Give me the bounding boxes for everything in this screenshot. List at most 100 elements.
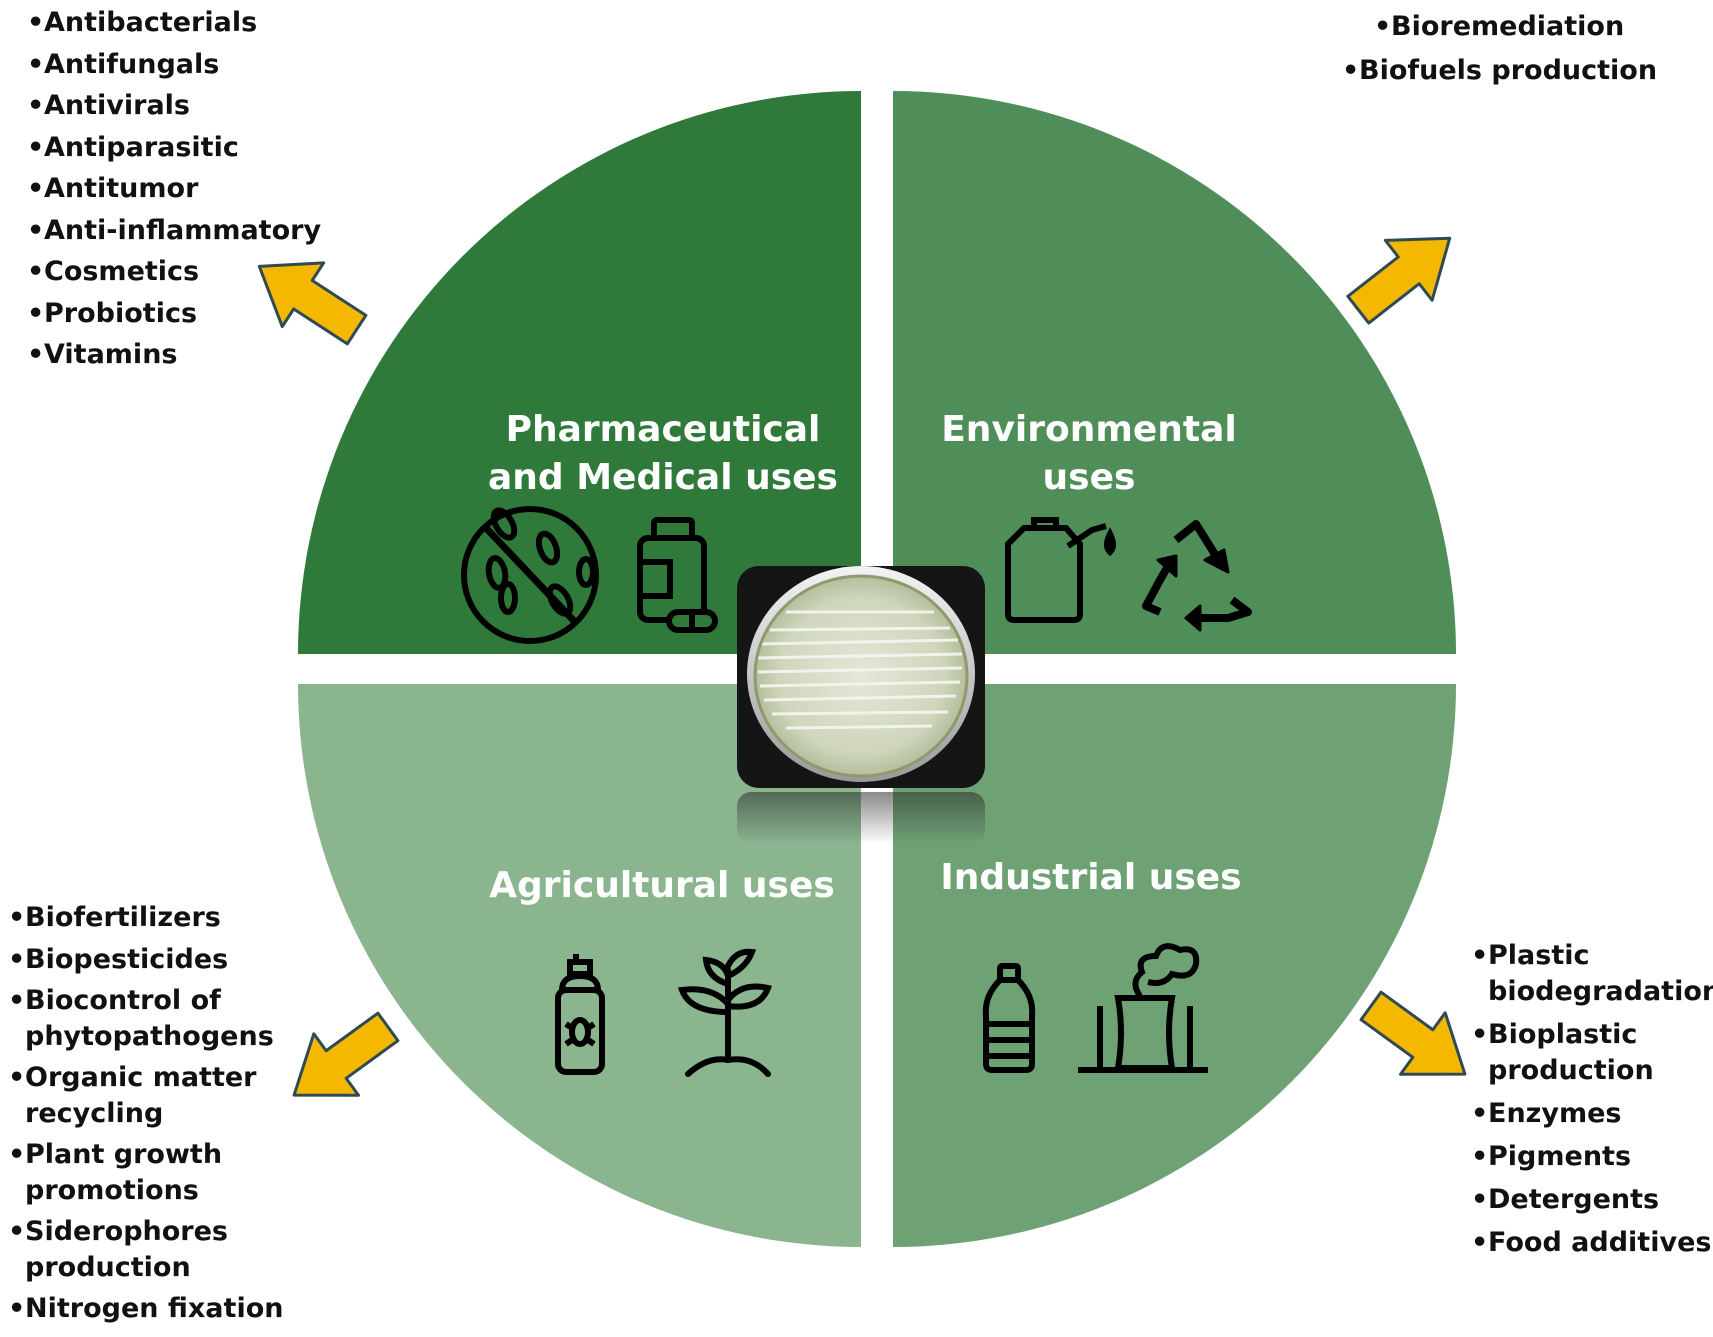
bullet: • <box>1471 1019 1489 1050</box>
list-item-text: Plastic biodegradation <box>1488 940 1713 1007</box>
list-item: •Vitamins <box>27 334 321 376</box>
arrow-agricultural <box>292 1011 400 1097</box>
bullet: • <box>27 131 45 163</box>
list-item: •Bioplastic production <box>1471 1017 1713 1089</box>
pharmaceutical-title-line1: Pharmaceutical <box>506 409 821 450</box>
bullet: • <box>8 902 26 933</box>
bullet: • <box>8 1062 26 1093</box>
environmental-title-line1: Environmental <box>941 409 1237 450</box>
bullet: • <box>27 90 45 121</box>
bullet: • <box>8 985 26 1016</box>
petri-dish-photo <box>737 566 985 844</box>
list-item-text: Antibacterials <box>44 7 258 38</box>
industrial-title: Industrial uses <box>940 857 1241 898</box>
list-item-text: Anti-inflammatory <box>44 214 322 246</box>
list-item-text: Antifungals <box>44 48 220 80</box>
list-item: •Biocontrol of phytopathogens <box>8 983 283 1054</box>
seedling-icon <box>677 948 772 1077</box>
bullet: • <box>8 1139 26 1170</box>
environmental-uses-list: •Bioremediation•Biofuels production <box>1342 5 1657 93</box>
factory-icon <box>1078 943 1208 1073</box>
bullet: • <box>1471 940 1489 971</box>
bullet: • <box>27 7 45 38</box>
list-item-text: Biocontrol of phytopathogens <box>25 985 274 1052</box>
list-item: •Bioremediation <box>1374 5 1657 49</box>
bullet: • <box>1342 55 1360 86</box>
list-item-text: Biofertilizers <box>25 902 221 933</box>
medicine-bottle-icon <box>637 517 718 633</box>
bullet: • <box>8 1216 26 1247</box>
bullet: • <box>1471 1184 1489 1215</box>
agricultural-title: Agricultural uses <box>489 865 835 906</box>
list-item-text: Nitrogen fixation <box>25 1293 284 1324</box>
bullet: • <box>8 943 26 975</box>
bullet: • <box>27 297 45 329</box>
list-item: •Antifungals <box>27 44 321 86</box>
no-bacteria-icon <box>461 506 599 644</box>
insecticide-spray-icon <box>555 954 605 1075</box>
list-item: •Biofuels production <box>1342 49 1657 93</box>
industrial-uses-list: •Plastic biodegradation•Bioplastic produ… <box>1471 938 1713 1268</box>
list-item-text: Bioplastic production <box>1488 1019 1654 1086</box>
list-item: •Antivirals <box>27 85 321 127</box>
list-item-text: Organic matter recycling <box>25 1062 257 1129</box>
list-item-text: Plant growth promotions <box>25 1139 223 1206</box>
list-item-text: Vitamins <box>44 339 178 370</box>
list-item-text: Biopesticides <box>25 943 229 975</box>
list-item-text: Food additives <box>1488 1227 1712 1258</box>
arrow-industrial <box>1359 990 1467 1076</box>
list-item: •Antiparasitic <box>27 127 321 169</box>
bullet: • <box>1374 11 1392 42</box>
list-item: •Probiotics <box>27 293 321 335</box>
list-item-text: Cosmetics <box>44 256 200 287</box>
environmental-title-line2: uses <box>1043 457 1136 498</box>
list-item-text: Detergents <box>1488 1184 1660 1215</box>
list-item: •Anti-inflammatory <box>27 210 321 252</box>
list-item-text: Antitumor <box>44 173 199 204</box>
bullet: • <box>27 173 45 204</box>
quadrant-environmental <box>893 91 1456 654</box>
list-item-text: Siderophores production <box>25 1216 229 1283</box>
list-item: •Biopesticides <box>8 942 283 978</box>
arrow-environmental <box>1346 236 1452 325</box>
quadrant-agricultural <box>298 684 861 1247</box>
list-item-text: Antiparasitic <box>44 131 239 163</box>
quadrant-pharmaceutical <box>298 91 861 654</box>
list-item-text: Bioremediation <box>1391 11 1625 42</box>
list-item-text: Antivirals <box>44 90 190 121</box>
bullet: • <box>8 1293 26 1324</box>
recycle-icon <box>1142 520 1252 632</box>
list-item: •Antitumor <box>27 168 321 210</box>
bullet: • <box>1471 1141 1489 1172</box>
bullet: • <box>27 48 45 80</box>
list-item: •Antibacterials <box>27 2 321 44</box>
list-item: •Siderophores production <box>8 1214 283 1285</box>
list-item-text: Pigments <box>1488 1141 1632 1172</box>
list-item: •Cosmetics <box>27 251 321 293</box>
list-item: •Detergents <box>1471 1182 1713 1218</box>
list-item: •Biofertilizers <box>8 900 283 936</box>
list-item-text: Probiotics <box>44 297 198 329</box>
plastic-bottle-icon <box>982 963 1036 1073</box>
pharmaceutical-uses-list: •Antibacterials•Antifungals•Antivirals•A… <box>27 2 321 376</box>
list-item: •Food additives <box>1471 1225 1713 1261</box>
list-item-text: Enzymes <box>1488 1098 1622 1129</box>
bullet: • <box>27 214 45 246</box>
bullet: • <box>27 256 45 287</box>
list-item: •Enzymes <box>1471 1096 1713 1132</box>
bullet: • <box>1471 1098 1489 1129</box>
list-item: •Plant growth promotions <box>8 1137 283 1208</box>
quadrant-industrial <box>893 684 1456 1247</box>
agricultural-uses-list: •Biofertilizers•Biopesticides•Biocontrol… <box>8 900 283 1333</box>
list-item: •Plastic biodegradation <box>1471 938 1713 1010</box>
list-item-text: Biofuels production <box>1359 55 1658 86</box>
bullet: • <box>1471 1227 1489 1258</box>
fuel-can-icon <box>1005 517 1116 623</box>
bullet: • <box>27 339 45 370</box>
list-item: •Nitrogen fixation <box>8 1291 283 1327</box>
arrow-pharmaceutical <box>257 261 368 346</box>
list-item: •Organic matter recycling <box>8 1060 283 1131</box>
list-item: •Pigments <box>1471 1139 1713 1175</box>
pharmaceutical-title-line2: and Medical uses <box>488 457 838 498</box>
